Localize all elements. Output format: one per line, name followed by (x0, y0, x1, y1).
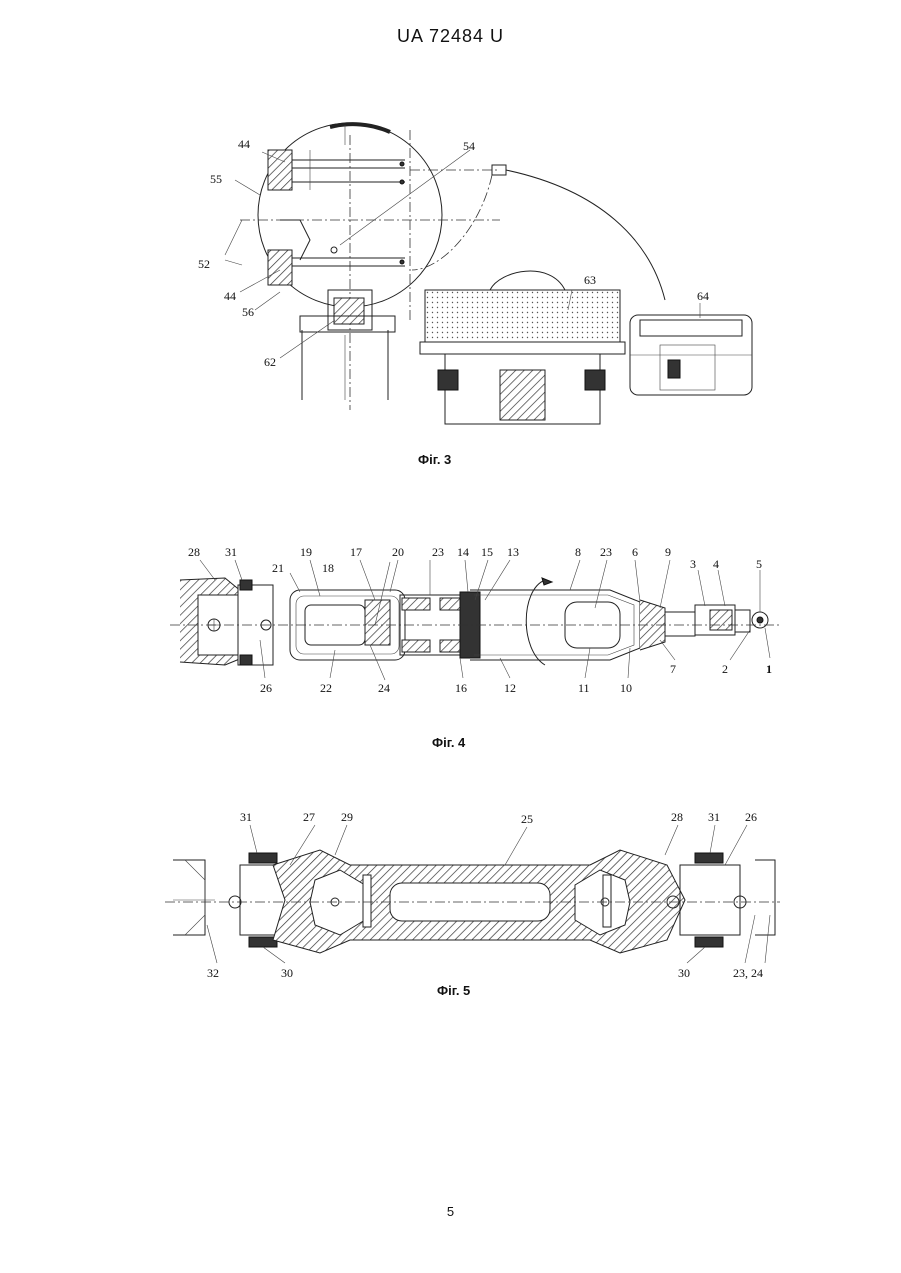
figure-4-drawing: 28 31 21 19 17 18 20 23 14 15 13 8 23 6 … (170, 540, 790, 715)
box-unit-64 (630, 315, 752, 395)
page-number: 5 (0, 1204, 901, 1219)
label-26: 26 (260, 681, 272, 695)
label-26: 26 (745, 810, 757, 824)
label-55: 55 (210, 172, 222, 186)
label-16: 16 (455, 681, 467, 695)
label-18: 18 (322, 561, 334, 575)
label-21: 21 (272, 561, 284, 575)
label-30: 30 (281, 966, 293, 980)
label-20: 20 (392, 545, 404, 559)
label-29: 29 (341, 810, 353, 824)
label-9: 9 (665, 545, 671, 559)
label-6: 6 (632, 545, 638, 559)
label-25: 25 (521, 812, 533, 826)
label-17: 17 (350, 545, 362, 559)
label-44: 44 (238, 137, 250, 151)
label-12: 12 (504, 681, 516, 695)
label-7: 7 (670, 662, 676, 676)
label-23-24: 23, 24 (733, 966, 763, 980)
label-31: 31 (708, 810, 720, 824)
label-24: 24 (378, 681, 390, 695)
label-4: 4 (713, 557, 719, 571)
dome-unit-63 (420, 271, 625, 424)
label-8: 8 (575, 545, 581, 559)
label-14: 14 (457, 545, 469, 559)
label-27: 27 (303, 810, 315, 824)
label-22: 22 (320, 681, 332, 695)
label-28: 28 (188, 545, 200, 559)
label-31: 31 (240, 810, 252, 824)
figure-3-caption: Фіг. 3 (418, 452, 451, 467)
label-28: 28 (671, 810, 683, 824)
label-44: 44 (224, 289, 236, 303)
label-31: 31 (225, 545, 237, 559)
label-54: 54 (463, 139, 475, 153)
label-52: 52 (198, 257, 210, 271)
label-5: 5 (756, 557, 762, 571)
label-15: 15 (481, 545, 493, 559)
label-10: 10 (620, 681, 632, 695)
label-63: 63 (584, 273, 596, 287)
label-11: 11 (578, 681, 590, 695)
label-64: 64 (697, 289, 709, 303)
figure-3-drawing: 44 54 55 52 44 56 62 63 64 (180, 120, 780, 440)
figure-5-drawing: 31 27 29 25 28 31 26 32 30 30 23, 24 (165, 805, 785, 985)
label-23: 23 (432, 545, 444, 559)
label-2: 2 (722, 662, 728, 676)
label-23: 23 (600, 545, 612, 559)
label-19: 19 (300, 545, 312, 559)
label-1: 1 (766, 662, 772, 676)
label-13: 13 (507, 545, 519, 559)
label-56: 56 (242, 305, 254, 319)
figure-5-caption: Фіг. 5 (437, 983, 470, 998)
upper-rod-assembly (268, 150, 405, 190)
label-32: 32 (207, 966, 219, 980)
label-30: 30 (678, 966, 690, 980)
label-62: 62 (264, 355, 276, 369)
lower-rod-assembly (268, 250, 405, 285)
patent-number-header: UA 72484 U (0, 26, 901, 47)
label-3: 3 (690, 557, 696, 571)
figure-4-caption: Фіг. 4 (432, 735, 465, 750)
